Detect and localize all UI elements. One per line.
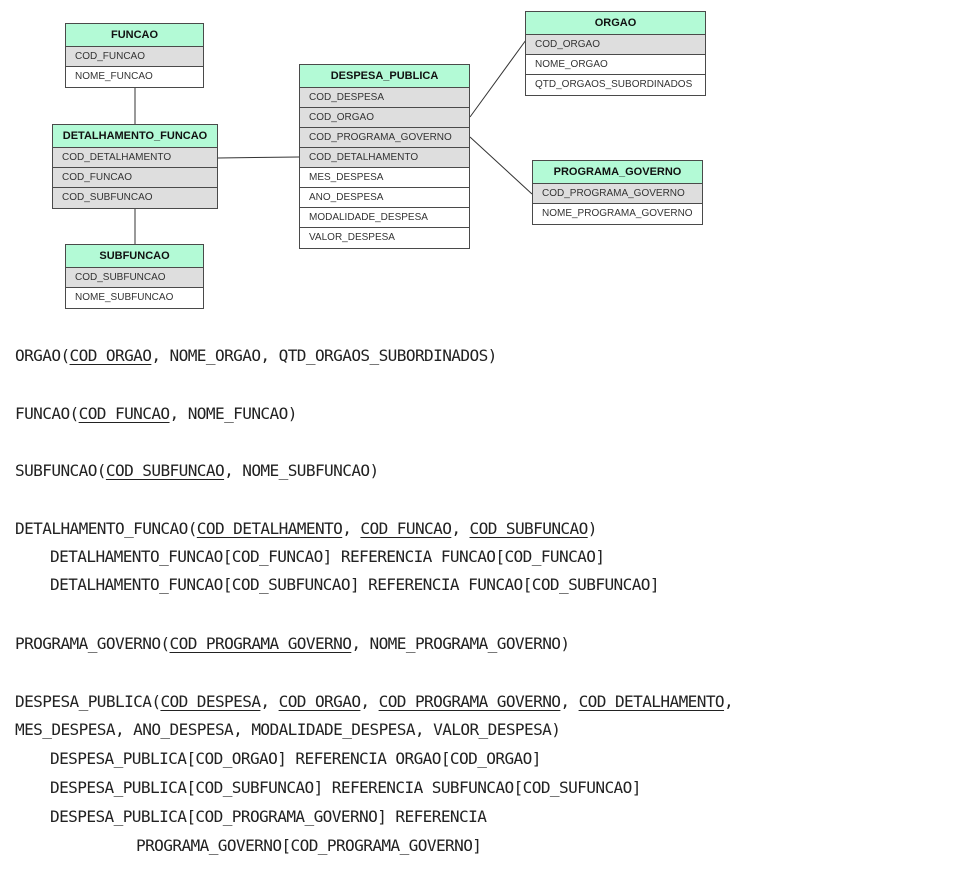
detalhamento-despesa-link (217, 156, 300, 159)
primary-key: COD_ORGAO (69, 346, 152, 365)
entity-attribute: COD_DETALHAMENTO (53, 148, 217, 168)
primary-key: COD_DESPESA (160, 692, 261, 711)
relation-name: DESPESA_PUBLICA( (15, 692, 161, 711)
entity-orgao: ORGAO COD_ORGAO NOME_ORGAO QTD_ORGAOS_SU… (525, 11, 706, 96)
foreign-key-line: DESPESA_PUBLICA[COD_PROGRAMA_GOVERNO] RE… (50, 807, 487, 826)
entity-attribute: QTD_ORGAOS_SUBORDINADOS (535, 79, 693, 90)
entity-attribute: COD_SUBFUNCAO (66, 268, 203, 288)
entity-attribute: NOME_ORGAO (526, 55, 705, 75)
primary-key: COD_FUNCAO (360, 519, 452, 538)
relationship-connectors (134, 39, 533, 244)
relation-name: ORGAO( (15, 346, 70, 365)
schema-subfuncao: SUBFUNCAO(COD_SUBFUNCAO, NOME_SUBFUNCAO) (15, 459, 379, 483)
entity-attribute: COD_SUBFUNCAO (53, 188, 217, 208)
despesa-programa-link (469, 136, 533, 195)
entity-attribute: MES_DESPESA (300, 168, 469, 188)
entity-attribute: COD_PROGRAMA_GOVERNO (533, 184, 702, 204)
separator: , (360, 692, 379, 711)
foreign-key-line: DETALHAMENTO_FUNCAO[COD_FUNCAO] REFERENC… (50, 547, 605, 566)
foreign-key-line-continuation: PROGRAMA_GOVERNO[COD_PROGRAMA_GOVERNO] (136, 836, 482, 855)
entity-attribute: COD_PROGRAMA_GOVERNO (300, 128, 469, 148)
despesa-orgao-link (469, 39, 527, 118)
entity-attribute: COD_ORGAO (300, 108, 469, 128)
er-diagram: FUNCAO COD_FUNCAO NOME_FUNCAO DETALHAMEN… (0, 0, 973, 320)
separator: , (260, 692, 279, 711)
relation-name: SUBFUNCAO( (15, 461, 107, 480)
relation-attributes-line: MES_DESPESA, ANO_DESPESA, MODALIDADE_DES… (15, 720, 561, 739)
schema-funcao: FUNCAO(COD_FUNCAO, NOME_FUNCAO) (15, 402, 297, 426)
relation-attributes: , NOME_FUNCAO) (169, 404, 298, 423)
primary-key: COD_PROGRAMA_GOVERNO (378, 692, 561, 711)
schema-programa: PROGRAMA_GOVERNO(COD_PROGRAMA_GOVERNO, N… (15, 632, 570, 656)
entity-programa-governo: PROGRAMA_GOVERNO COD_PROGRAMA_GOVERNO NO… (532, 160, 703, 225)
foreign-key-line: DETALHAMENTO_FUNCAO[COD_SUBFUNCAO] REFER… (50, 575, 660, 594)
primary-key: COD_SUBFUNCAO (105, 461, 225, 480)
relation-name: DETALHAMENTO_FUNCAO( (15, 519, 197, 538)
entity-attribute: NOME_PROGRAMA_GOVERNO (542, 208, 693, 219)
separator: , (560, 692, 579, 711)
primary-key: COD_DETALHAMENTO (578, 692, 725, 711)
entity-attribute: MODALIDADE_DESPESA (300, 208, 469, 228)
entity-subfuncao: SUBFUNCAO COD_SUBFUNCAO NOME_SUBFUNCAO (65, 244, 204, 309)
relation-name: PROGRAMA_GOVERNO( (15, 634, 170, 653)
entity-title: DETALHAMENTO_FUNCAO (53, 125, 217, 148)
entity-attribute: COD_ORGAO (526, 35, 705, 55)
entity-attribute: ANO_DESPESA (300, 188, 469, 208)
primary-key: COD_FUNCAO (78, 404, 171, 423)
separator: , (342, 519, 361, 538)
separator: , (451, 519, 470, 538)
entity-attribute: NOME_FUNCAO (75, 71, 153, 82)
foreign-key-line: DESPESA_PUBLICA[COD_SUBFUNCAO] REFERENCI… (50, 778, 641, 797)
separator: , (724, 692, 734, 711)
relation-attributes: , NOME_SUBFUNCAO) (224, 461, 379, 480)
separator: ) (587, 519, 598, 538)
entity-attribute: COD_DETALHAMENTO (300, 148, 469, 168)
primary-key: COD_SUBFUNCAO (469, 519, 589, 538)
relation-attributes: , NOME_ORGAO, QTD_ORGAOS_SUBORDINADOS) (151, 346, 497, 365)
foreign-key-line: DESPESA_PUBLICA[COD_ORGAO] REFERENCIA OR… (50, 749, 541, 768)
schema-detalhamento: DETALHAMENTO_FUNCAO(COD_DETALHAMENTO, CO… (15, 517, 597, 541)
primary-key: COD_ORGAO (278, 692, 361, 711)
entity-title: ORGAO (526, 12, 705, 35)
entity-attribute: VALOR_DESPESA (309, 232, 395, 243)
entity-title: DESPESA_PUBLICA (300, 65, 469, 88)
schema-orgao: ORGAO(COD_ORGAO, NOME_ORGAO, QTD_ORGAOS_… (15, 344, 497, 368)
schema-despesa: DESPESA_PUBLICA(COD_DESPESA, COD_ORGAO, … (15, 690, 734, 714)
entity-title: SUBFUNCAO (66, 245, 203, 268)
entity-attribute: NOME_SUBFUNCAO (75, 292, 174, 303)
primary-key: COD_PROGRAMA_GOVERNO (169, 634, 352, 653)
entity-title: PROGRAMA_GOVERNO (533, 161, 702, 184)
primary-key: COD_DETALHAMENTO (196, 519, 343, 538)
entity-title: FUNCAO (66, 24, 203, 47)
entity-detalhamento-funcao: DETALHAMENTO_FUNCAO COD_DETALHAMENTO COD… (52, 124, 218, 209)
relation-name: FUNCAO( (15, 404, 79, 423)
entity-funcao: FUNCAO COD_FUNCAO NOME_FUNCAO (65, 23, 204, 88)
entity-despesa-publica: DESPESA_PUBLICA COD_DESPESA COD_ORGAO CO… (299, 64, 470, 249)
entity-attribute: COD_DESPESA (300, 88, 469, 108)
entity-attribute: COD_FUNCAO (53, 168, 217, 188)
relation-attributes: , NOME_PROGRAMA_GOVERNO) (351, 634, 570, 653)
entity-attribute: COD_FUNCAO (66, 47, 203, 67)
